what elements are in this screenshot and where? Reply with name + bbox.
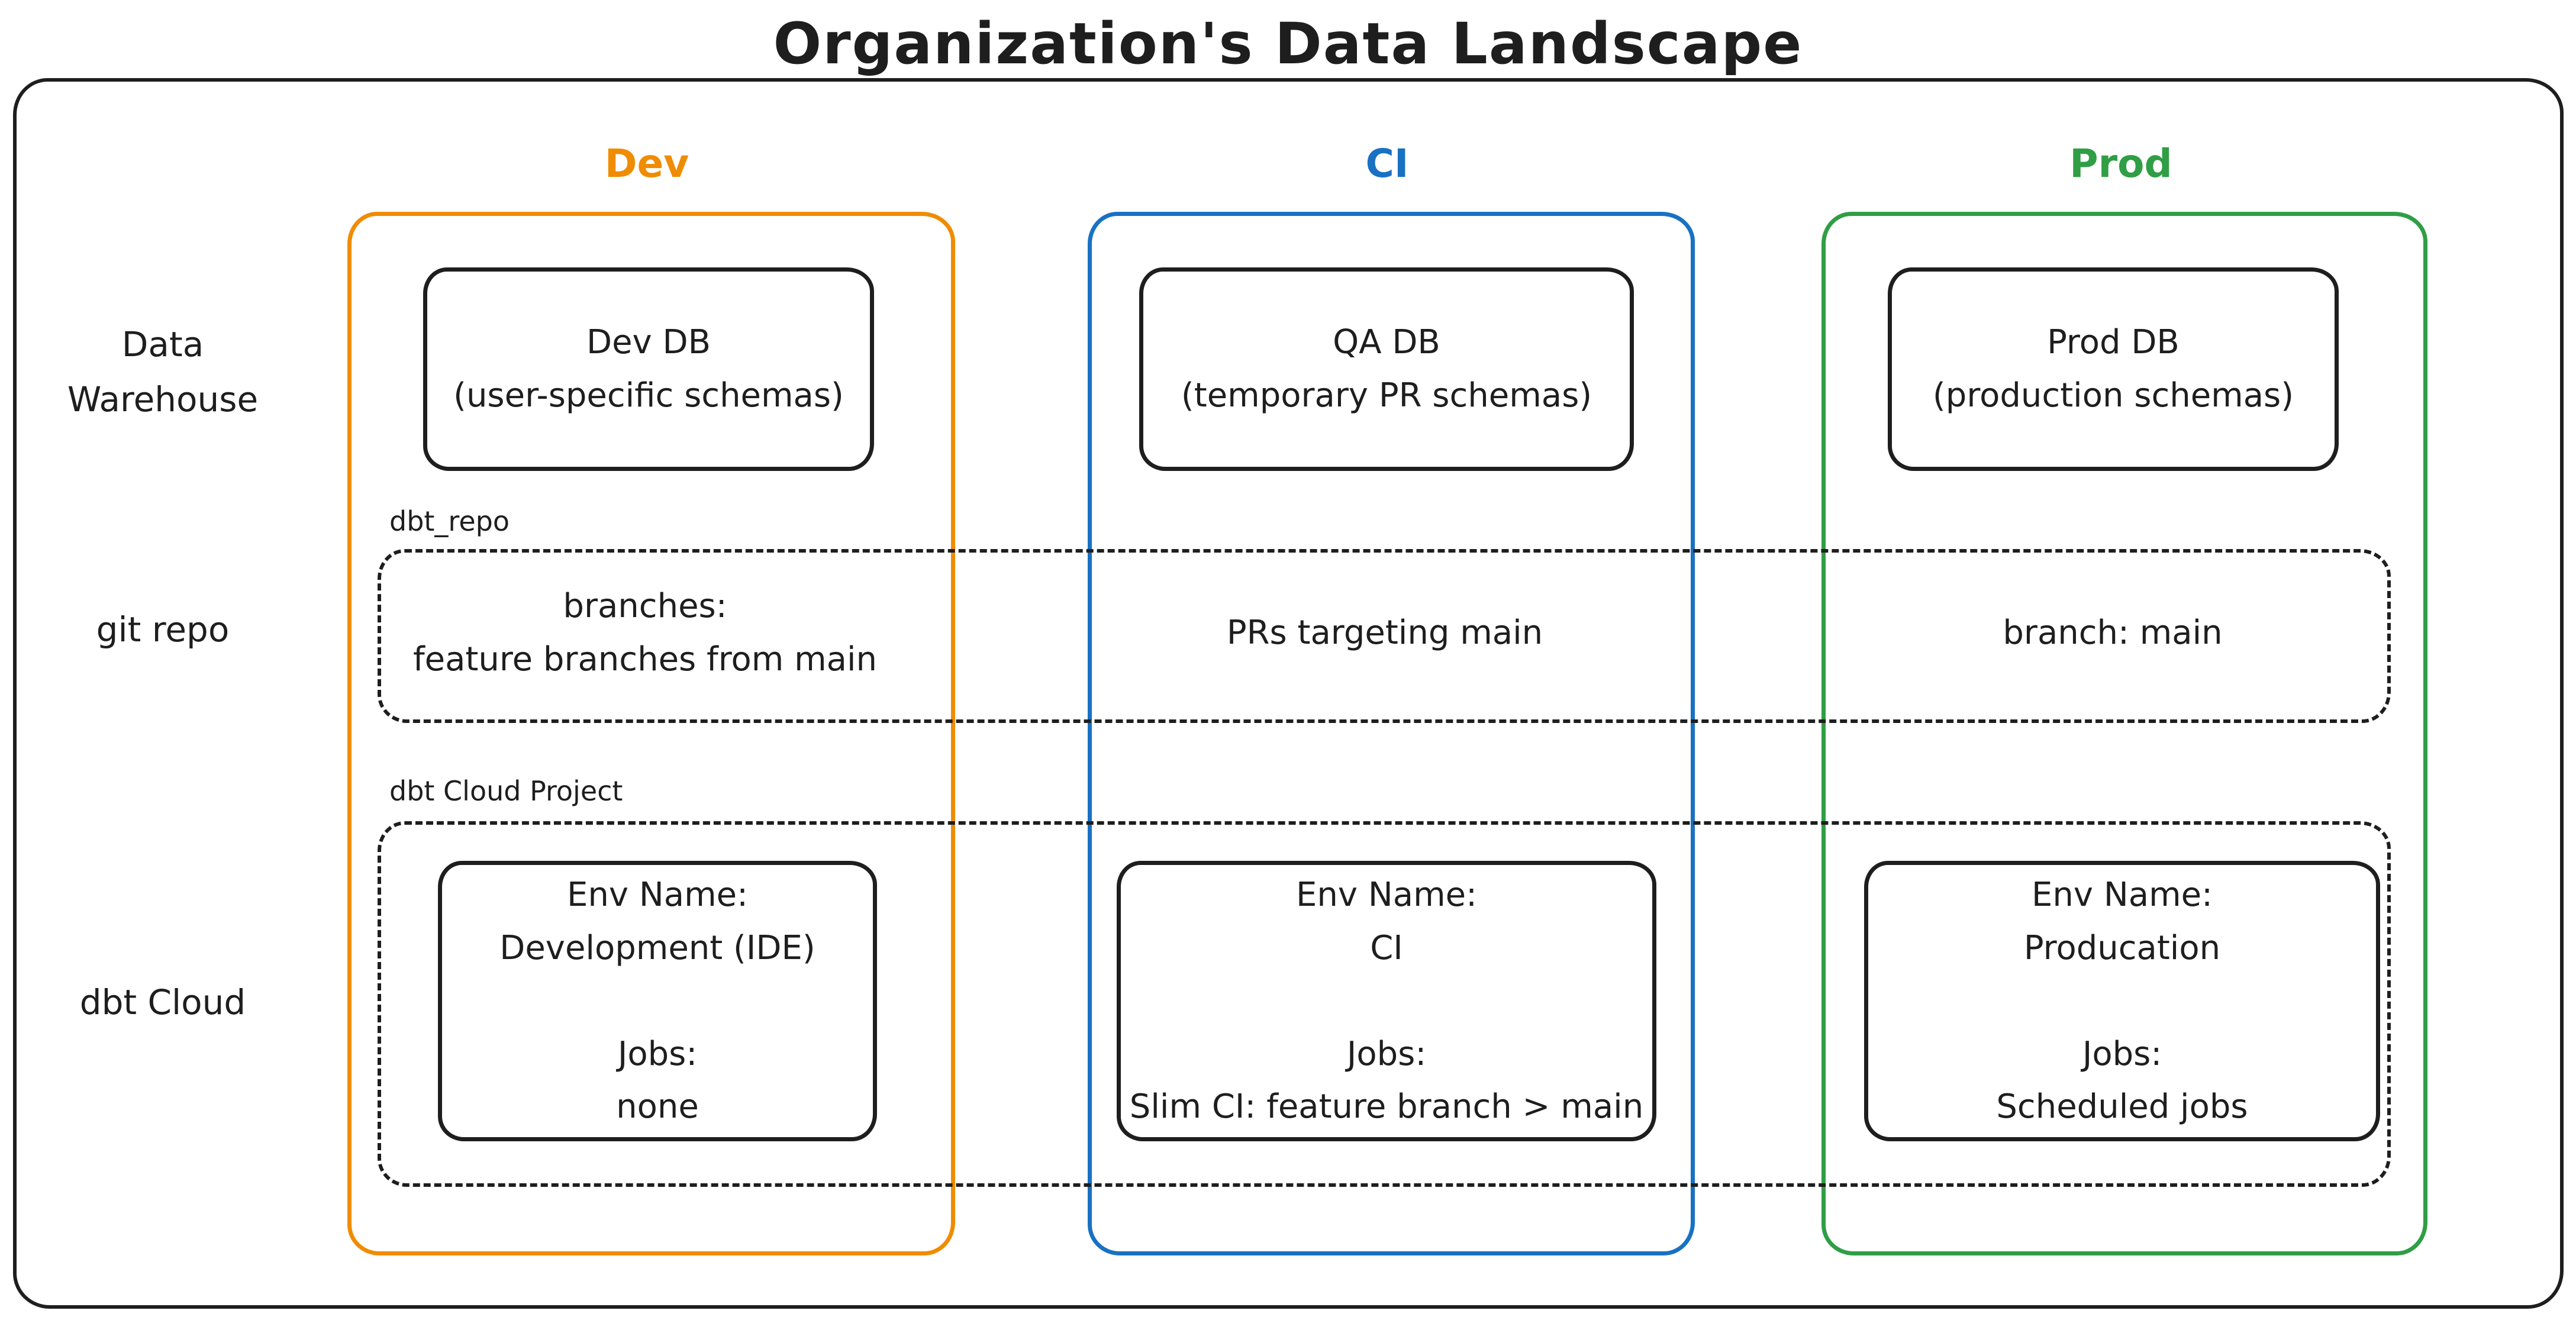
spacer (442, 974, 873, 1028)
ci-env-name-label: Env Name: (1296, 876, 1477, 915)
dev-db-title: Dev DB (586, 323, 711, 362)
prod-jobs-value: Scheduled jobs (1996, 1087, 2248, 1126)
git-dev-branches-line2: feature branches from main (412, 640, 878, 679)
column-header-dev: Dev (604, 141, 689, 186)
prod-db-title: Prod DB (2047, 323, 2180, 362)
dbt-repo-container (378, 549, 2391, 723)
page-title: Organization's Data Landscape (773, 11, 1803, 77)
prod-db-subtitle: (production schemas) (1932, 376, 2294, 415)
row-label-dbt-cloud: dbt Cloud (79, 982, 246, 1022)
qa-db-subtitle: (temporary PR schemas) (1181, 376, 1592, 415)
row-label-data-warehouse: Data Warehouse (30, 319, 296, 430)
prod-environment-box: Env Name: Producation Jobs: Scheduled jo… (1864, 861, 2380, 1141)
dev-db-subtitle: (user-specific schemas) (453, 376, 844, 415)
git-dev-branches-line1: branches: (563, 587, 727, 626)
git-prod-branch-text: branch: main (1870, 556, 2355, 710)
dev-environment-box: Env Name: Development (IDE) Jobs: none (438, 861, 877, 1141)
dbt-cloud-project-label: dbt Cloud Project (389, 775, 623, 807)
git-ci-prs-line1: PRs targeting main (1226, 614, 1543, 653)
dev-jobs-label: Jobs: (617, 1034, 698, 1073)
ci-jobs-value: Slim CI: feature branch > main (1129, 1087, 1644, 1126)
dbt-repo-label: dbt_repo (389, 505, 510, 537)
dev-env-name-label: Env Name: (567, 876, 748, 915)
row-label-git-repo: git repo (96, 609, 230, 650)
spacer (1121, 974, 1652, 1028)
qa-db-box: QA DB (temporary PR schemas) (1139, 267, 1634, 471)
dbt-cloud-project-container (378, 821, 2391, 1187)
spacer (1868, 974, 2376, 1028)
git-ci-prs-text: PRs targeting main (1124, 556, 1645, 710)
git-dev-branches-text: branches: feature branches from main (402, 556, 888, 710)
prod-env-name-value: Producation (2023, 928, 2221, 967)
column-ci (1088, 212, 1695, 1255)
git-prod-branch-line1: branch: main (2003, 614, 2223, 653)
column-header-prod: Prod (2069, 141, 2172, 186)
prod-env-name-label: Env Name: (2032, 876, 2213, 915)
dev-jobs-value: none (616, 1087, 699, 1126)
landscape-frame (13, 78, 2564, 1309)
dev-env-name-value: Development (IDE) (499, 928, 815, 967)
row-label-data-warehouse-line2: Warehouse (67, 379, 259, 419)
dev-db-box: Dev DB (user-specific schemas) (423, 267, 874, 471)
row-label-data-warehouse-line1: Data (121, 324, 204, 364)
column-prod (1821, 212, 2427, 1255)
ci-jobs-label: Jobs: (1346, 1034, 1427, 1073)
qa-db-title: QA DB (1333, 323, 1440, 362)
column-dev (347, 212, 955, 1255)
ci-env-name-value: CI (1370, 928, 1403, 967)
column-header-ci: CI (1365, 141, 1409, 186)
ci-environment-box: Env Name: CI Jobs: Slim CI: feature bran… (1117, 861, 1656, 1141)
prod-db-box: Prod DB (production schemas) (1888, 267, 2339, 471)
prod-jobs-label: Jobs: (2082, 1034, 2162, 1073)
